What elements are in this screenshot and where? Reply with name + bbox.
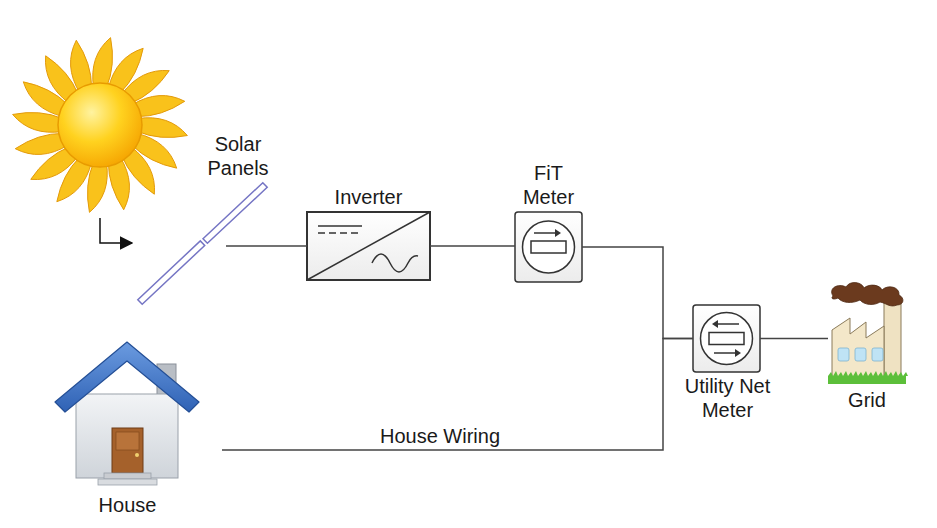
node-label-group: Solar Panels [193,132,283,180]
sunlight-arrow [100,218,132,243]
net-meter-node: Utility Net Meter [693,305,760,372]
wire-label: House Wiring [377,425,503,448]
sun-ray [13,113,63,133]
net-meter-symbol [693,305,760,372]
node-label-group: House [78,493,178,517]
inverter-node: Inverter [307,212,430,280]
solar-panel-node: Solar Panels [140,190,226,302]
sun-ray [93,38,113,88]
house-node: House [55,340,222,490]
node-label: Grid [827,388,907,412]
inverter-symbol [307,212,430,280]
node-label: House [78,493,178,517]
node-label-group: FiT Meter [513,161,585,209]
factory-icon [828,283,908,384]
sun-ray [88,162,108,212]
solar-panel-icon [138,183,267,305]
wire-connector [222,339,693,450]
wire-connector [760,338,828,340]
sun-ray [137,118,187,138]
node-label: FiT Meter [513,161,585,209]
wire-connector [430,245,515,247]
sun-rays [13,38,188,213]
node-label-group: Inverter [304,185,434,209]
wire-connector [226,245,307,247]
fit-meter-symbol [515,212,582,282]
sun-core [58,83,142,167]
house-icon [55,342,199,485]
sun-icon [13,38,188,213]
node-label: Solar Panels [193,132,283,180]
fit-meter-node: FiT Meter [515,212,582,282]
grid-node: Grid [828,283,906,385]
node-label-group: Grid [827,388,907,412]
wire-connector [582,247,693,339]
node-label-group: Utility Net Meter [670,374,786,422]
node-label: Utility Net Meter [670,374,786,422]
node-label: Inverter [304,185,434,209]
